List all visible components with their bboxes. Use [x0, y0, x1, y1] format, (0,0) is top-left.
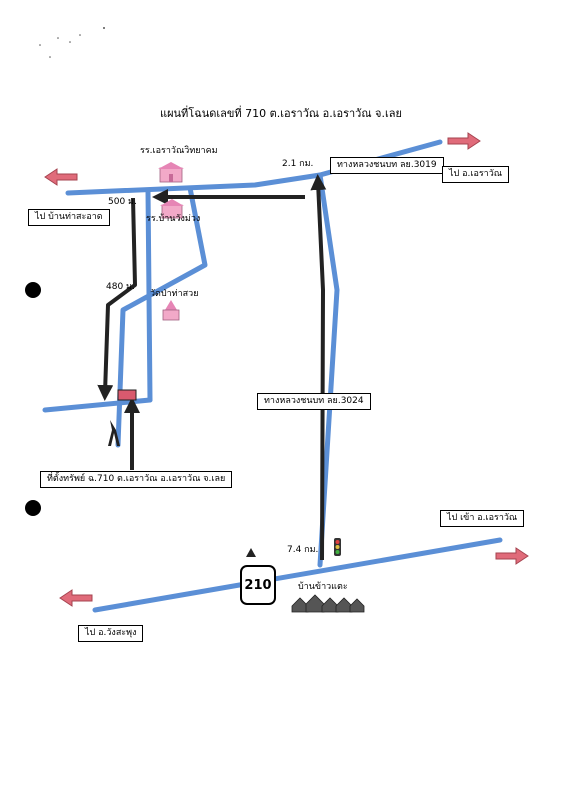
route-arrows	[97, 174, 327, 561]
north-arrow-icon	[108, 420, 120, 446]
road-210	[92, 537, 503, 613]
north-arrow-icon	[246, 548, 256, 557]
temple-label: วัดป่าท่าสวย	[150, 289, 199, 299]
map-title: แผนที่โฉนดเลขที่ 710 ต.เอราวัณ อ.เอราวัณ…	[160, 107, 402, 120]
route-3024-arrow	[310, 174, 327, 561]
distance-label: 500 ม.	[108, 197, 137, 207]
dest-left-top-label: ไป บ้านท่าสะอาด	[28, 209, 110, 226]
property-location-label: ที่ตั้งทรัพย์ ฉ.710 ต.เอราวัณ อ.เอราวัณ …	[40, 471, 233, 488]
highway-3024-label: ทางหลวงชนบท ลย.3024	[257, 393, 371, 410]
temple-icon	[162, 300, 180, 321]
school-2-label: รร.บ้านวังม่วง	[146, 214, 201, 224]
distance-label: 7.4 กม.	[287, 545, 319, 555]
direction-arrow-icon	[59, 589, 93, 607]
road-3024	[317, 172, 340, 568]
dest-left-bottom-label: ไป อ.วังสะพุง	[78, 625, 144, 642]
direction-arrows	[44, 132, 529, 607]
road-network	[42, 139, 503, 613]
direction-arrow-icon	[44, 168, 78, 186]
binder-hole	[25, 282, 41, 298]
distance-label: 480 ม.	[106, 282, 135, 292]
school-1-label: รร.เอราวัณวิทยาคม	[140, 146, 218, 156]
route-210-shield: 210	[240, 565, 276, 605]
highway-3019-label: ทางหลวงชนบท ลย.3019	[330, 157, 444, 174]
dest-right-top-label: ไป อ.เอราวัณ	[442, 166, 510, 183]
direction-arrow-icon	[495, 547, 529, 565]
scan-specks	[39, 27, 105, 58]
road-lower-horizontal	[42, 397, 153, 413]
direction-arrow-icon	[447, 132, 481, 150]
dest-right-bottom-label: ไป เข้า อ.เอราวัณ	[440, 510, 525, 527]
village-houses-icon	[291, 594, 365, 613]
school-icon	[160, 199, 184, 219]
route-descend-arrow	[97, 197, 137, 401]
binder-hole	[25, 500, 41, 516]
traffic-light-icon	[334, 538, 341, 556]
village-label: บ้านข้าวแตะ	[298, 582, 348, 592]
school-icon	[158, 162, 184, 183]
distance-label: 2.1 กม.	[282, 159, 314, 169]
road-diagonal	[115, 185, 208, 448]
property-marker-icon	[117, 389, 137, 401]
